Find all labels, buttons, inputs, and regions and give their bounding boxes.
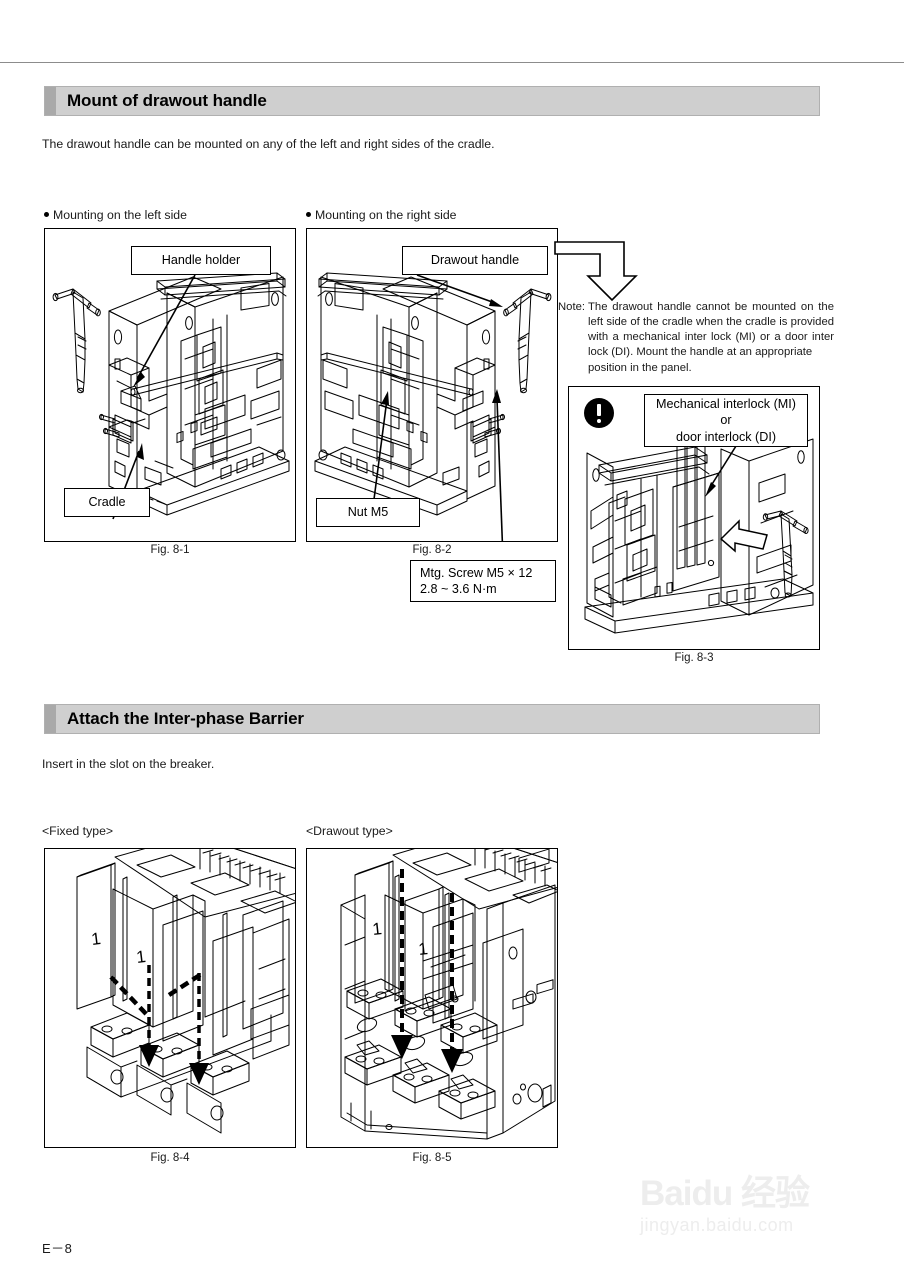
callout-drawout-handle-text: Drawout handle: [430, 253, 520, 268]
section-heading-mount-of-drawout-handle: Mount of drawout handle: [44, 86, 820, 116]
barrier-mark-label: 1: [90, 929, 102, 949]
intro-text-mounting: The drawout handle can be mounted on any…: [42, 137, 495, 151]
label-fixed-type: <Fixed type>: [42, 824, 114, 838]
heading-accent-bar: [45, 705, 56, 733]
figure-caption-8-1: Fig. 8-1: [150, 544, 190, 556]
label-mounting-right-side: Mounting on the right side: [306, 208, 457, 222]
leader-arrow-nut-m5: [372, 391, 389, 508]
figure-8-5-frame: 1 1: [306, 848, 558, 1148]
label-mounting-left-side-text: Mounting on the left side: [53, 208, 187, 222]
callout-screw-size-text: Mtg. Screw M5 × 12: [420, 565, 533, 580]
figure-caption-8-5: Fig. 8-5: [412, 1152, 452, 1164]
block-arrow-down-icon: [554, 241, 638, 302]
drawout-type-barrier-illustration: 1 1: [340, 849, 557, 1140]
fixed-type-barrier-illustration: 1 1: [76, 849, 295, 1134]
watermark-main-text: Baidu 经验: [640, 1174, 810, 1213]
callout-cradle: Cradle: [64, 488, 150, 517]
insertion-arrow-dashed: [167, 971, 209, 1085]
note-line-4: inter lock (MI) or a door inter lock (DI…: [588, 331, 835, 359]
barrier-mark-label: 1: [135, 947, 147, 967]
insertion-arrow-dashed: [391, 869, 413, 1059]
insertion-arrow-dashed: [109, 965, 159, 1067]
heading-accent-bar: [45, 87, 56, 115]
callout-interlock-mi-text: Mechanical interlock (MI): [656, 397, 796, 412]
watermark-sub-text: jingyan.baidu.com: [640, 1215, 794, 1235]
label-mounting-right-side-text: Mounting on the right side: [315, 208, 457, 222]
label-mounting-left-side: Mounting on the left side: [44, 208, 187, 222]
callout-interlock: Mechanical interlock (MI) or door interl…: [644, 394, 808, 447]
note-line-1: The drawout handle cannot be mounted: [588, 301, 797, 313]
insertion-block-arrow-icon: [719, 519, 768, 553]
figure-8-4-frame: 1 1: [44, 848, 296, 1148]
callout-nut-m5: Nut M5: [316, 498, 420, 527]
figure-caption-8-4: Fig. 8-4: [150, 1152, 190, 1164]
section-heading-attach-inter-phase-barrier: Attach the Inter-phase Barrier: [44, 704, 820, 734]
callout-interlock-di-text: door interlock (DI): [675, 429, 777, 444]
label-drawout-type: <Drawout type>: [306, 824, 393, 838]
note-key-label: Note:: [558, 301, 586, 313]
callout-drawout-handle: Drawout handle: [402, 246, 548, 275]
baidu-watermark: Baidu 经验 jingyan.baidu.com: [640, 1176, 880, 1236]
section-title-text: Mount of drawout handle: [67, 91, 267, 110]
barrier-mark-label: 1: [417, 939, 428, 959]
figure-8-2-frame: [306, 228, 558, 542]
callout-handle-holder-text: Handle holder: [161, 253, 241, 268]
callout-cradle-text: Cradle: [88, 495, 126, 510]
leader-arrow-drawout-handle: [416, 274, 503, 307]
section-title-text: Attach the Inter-phase Barrier: [67, 709, 304, 728]
leader-arrow-handle-holder: [133, 274, 196, 387]
note-line-6: position in the panel.: [588, 361, 692, 374]
callout-handle-holder: Handle holder: [131, 246, 271, 275]
note-line-2: on the left side of the cradle when the: [588, 301, 834, 329]
note-block: Note: The drawout handle cannot be mount…: [558, 300, 834, 376]
barrier-mark-label: 1: [371, 919, 382, 939]
warning-exclamation-icon: [584, 398, 614, 428]
callout-mounting-screw-spec: Mtg. Screw M5 × 12 2.8 ~ 3.6 N·m: [410, 560, 556, 602]
bullet-dot-icon: [44, 212, 49, 217]
callout-nut-m5-text: Nut M5: [347, 505, 389, 520]
intro-text-barrier: Insert in the slot on the breaker.: [42, 757, 215, 771]
callout-screw-torque-text: 2.8 ~ 3.6 N·m: [420, 582, 497, 596]
bullet-dot-icon: [306, 212, 311, 217]
figure-caption-8-3: Fig. 8-3: [674, 652, 714, 664]
insertion-arrow-dashed: [441, 893, 463, 1073]
page-top-rule: [0, 62, 904, 63]
cradle-right-mount-illustration: [314, 272, 552, 541]
note-body-text: The drawout handle cannot be mounted on …: [588, 300, 834, 376]
note-line-5: Mount the handle at an appropriate: [636, 346, 813, 359]
callout-interlock-or-text: or: [720, 413, 732, 428]
figure-caption-8-2: Fig. 8-2: [412, 544, 452, 556]
cradle-interlock-illustration: [584, 418, 814, 634]
note-line-3: cradle is provided with a mechanical: [588, 316, 835, 344]
leader-arrow-mtg-screw: [492, 389, 504, 541]
cradle-left-mount-illustration: [52, 272, 290, 520]
page-number-label: E－8: [42, 1241, 73, 1256]
